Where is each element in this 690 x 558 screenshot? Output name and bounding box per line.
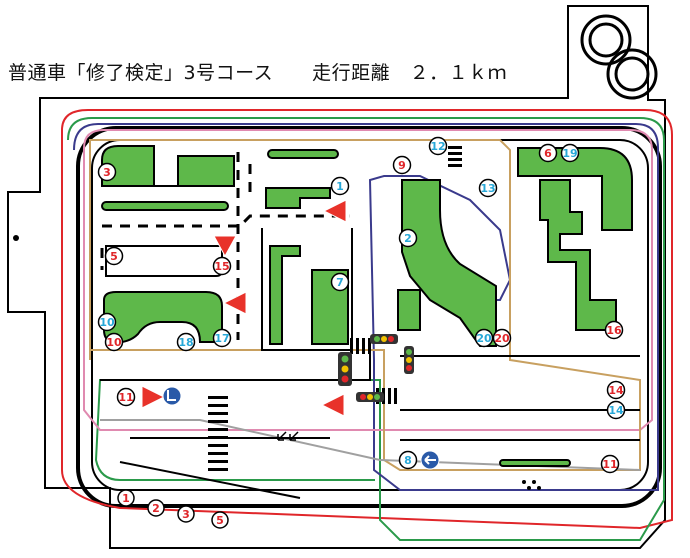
- island-hook-1: [265, 187, 331, 209]
- route-marker-label: 17: [214, 332, 229, 345]
- island-bottom-strip: [499, 459, 571, 467]
- island-strip-left: [101, 201, 229, 211]
- route-marker: [104, 332, 124, 352]
- left-turn-sign-icon: [162, 386, 182, 406]
- traffic-signal: [338, 334, 414, 402]
- parking-marker: [117, 489, 135, 507]
- route-marker: [330, 176, 350, 196]
- solid-markings: [100, 228, 640, 499]
- route-marker: [398, 450, 418, 470]
- route-pink: [83, 129, 653, 431]
- route-marker-label: 7: [336, 276, 344, 289]
- route-marker: [492, 328, 512, 348]
- parking-marker-label: 5: [216, 514, 224, 527]
- route-marker-label: 18: [178, 336, 193, 349]
- stop-sign-icon: [141, 385, 166, 409]
- dashed-markings: [100, 152, 350, 340]
- warning-sign-icons: [141, 199, 347, 417]
- route-marker-label: 10: [99, 316, 115, 329]
- island-l-left: [269, 245, 301, 345]
- route-marker-label: 10: [106, 336, 122, 349]
- stop-sign-icon: [320, 393, 345, 417]
- parking-marker-label: 2: [152, 502, 160, 515]
- route-marker-label: 11: [602, 458, 617, 471]
- route-marker: [538, 143, 558, 163]
- route-marker: [176, 332, 196, 352]
- route-marker-label: 1: [336, 180, 344, 193]
- parking-marker: [147, 499, 165, 517]
- route-marker-label: 2: [404, 232, 412, 245]
- stop-sign-icon: [222, 291, 247, 315]
- route-marker: [606, 400, 626, 420]
- route-navy: [73, 123, 659, 491]
- parking-marker: [211, 511, 229, 529]
- island-s-curve: [401, 179, 497, 347]
- stop-sign-icon: [322, 199, 347, 223]
- route-marker-label: 16: [606, 324, 622, 337]
- stop-sign-icon: [213, 235, 237, 258]
- route-marker: [330, 272, 350, 292]
- route-marker-label: 3: [103, 166, 111, 179]
- course-title: 普通車「修了検定」3号コース 走行距離 ２．１ｋｍ: [8, 62, 508, 84]
- route-marker-label: 5: [110, 250, 118, 263]
- route-marker-label: 8: [404, 454, 412, 467]
- circle-course: [580, 14, 658, 100]
- route-marker: [97, 162, 117, 182]
- route-marker: [392, 155, 412, 175]
- island-right-tall: [539, 179, 617, 331]
- route-tan: [89, 139, 641, 471]
- parking-markers: 1 2 3 5: [117, 489, 229, 529]
- route-marker-label: 20: [494, 332, 510, 345]
- route-marker-label: 12: [430, 140, 445, 153]
- pylons: [522, 480, 541, 490]
- route-green: [67, 117, 665, 541]
- route-marker: [606, 380, 626, 400]
- route-marker: [212, 256, 232, 276]
- route-marker-label: 14: [608, 384, 624, 397]
- direction-sign-icons: [162, 386, 440, 470]
- island-bar-top: [267, 149, 339, 159]
- route-marker: [212, 328, 232, 348]
- route-marker: [97, 312, 117, 332]
- route-red: [61, 109, 673, 530]
- route-marker-label: 15: [214, 260, 229, 273]
- route-marker-label: 9: [398, 159, 406, 172]
- island-right-c: [517, 147, 633, 231]
- route-marker: [104, 246, 124, 266]
- route-marker-label: 20: [476, 332, 492, 345]
- route-marker-label: 19: [562, 147, 577, 160]
- parking-marker-label: 3: [182, 508, 190, 521]
- route-marker: [600, 454, 620, 474]
- route-marker: [398, 228, 418, 248]
- route-marker: [604, 320, 624, 340]
- parking-marker: [177, 505, 195, 523]
- island-top-left: [101, 145, 235, 187]
- island-y-stem: [397, 289, 421, 331]
- green-islands: [101, 145, 633, 467]
- arrow-marks: [277, 431, 299, 441]
- parking-marker-label: 1: [122, 492, 130, 505]
- route-marker: [116, 387, 136, 407]
- route-marker: [428, 136, 448, 156]
- route-marker: [560, 143, 580, 163]
- route-marker-label: 13: [480, 182, 495, 195]
- route-marker-label: 6: [544, 147, 552, 160]
- route-marker: [474, 328, 494, 348]
- route-marker-label: 11: [118, 391, 133, 404]
- route-marker-label: 14: [608, 404, 624, 417]
- route-marker: [478, 178, 498, 198]
